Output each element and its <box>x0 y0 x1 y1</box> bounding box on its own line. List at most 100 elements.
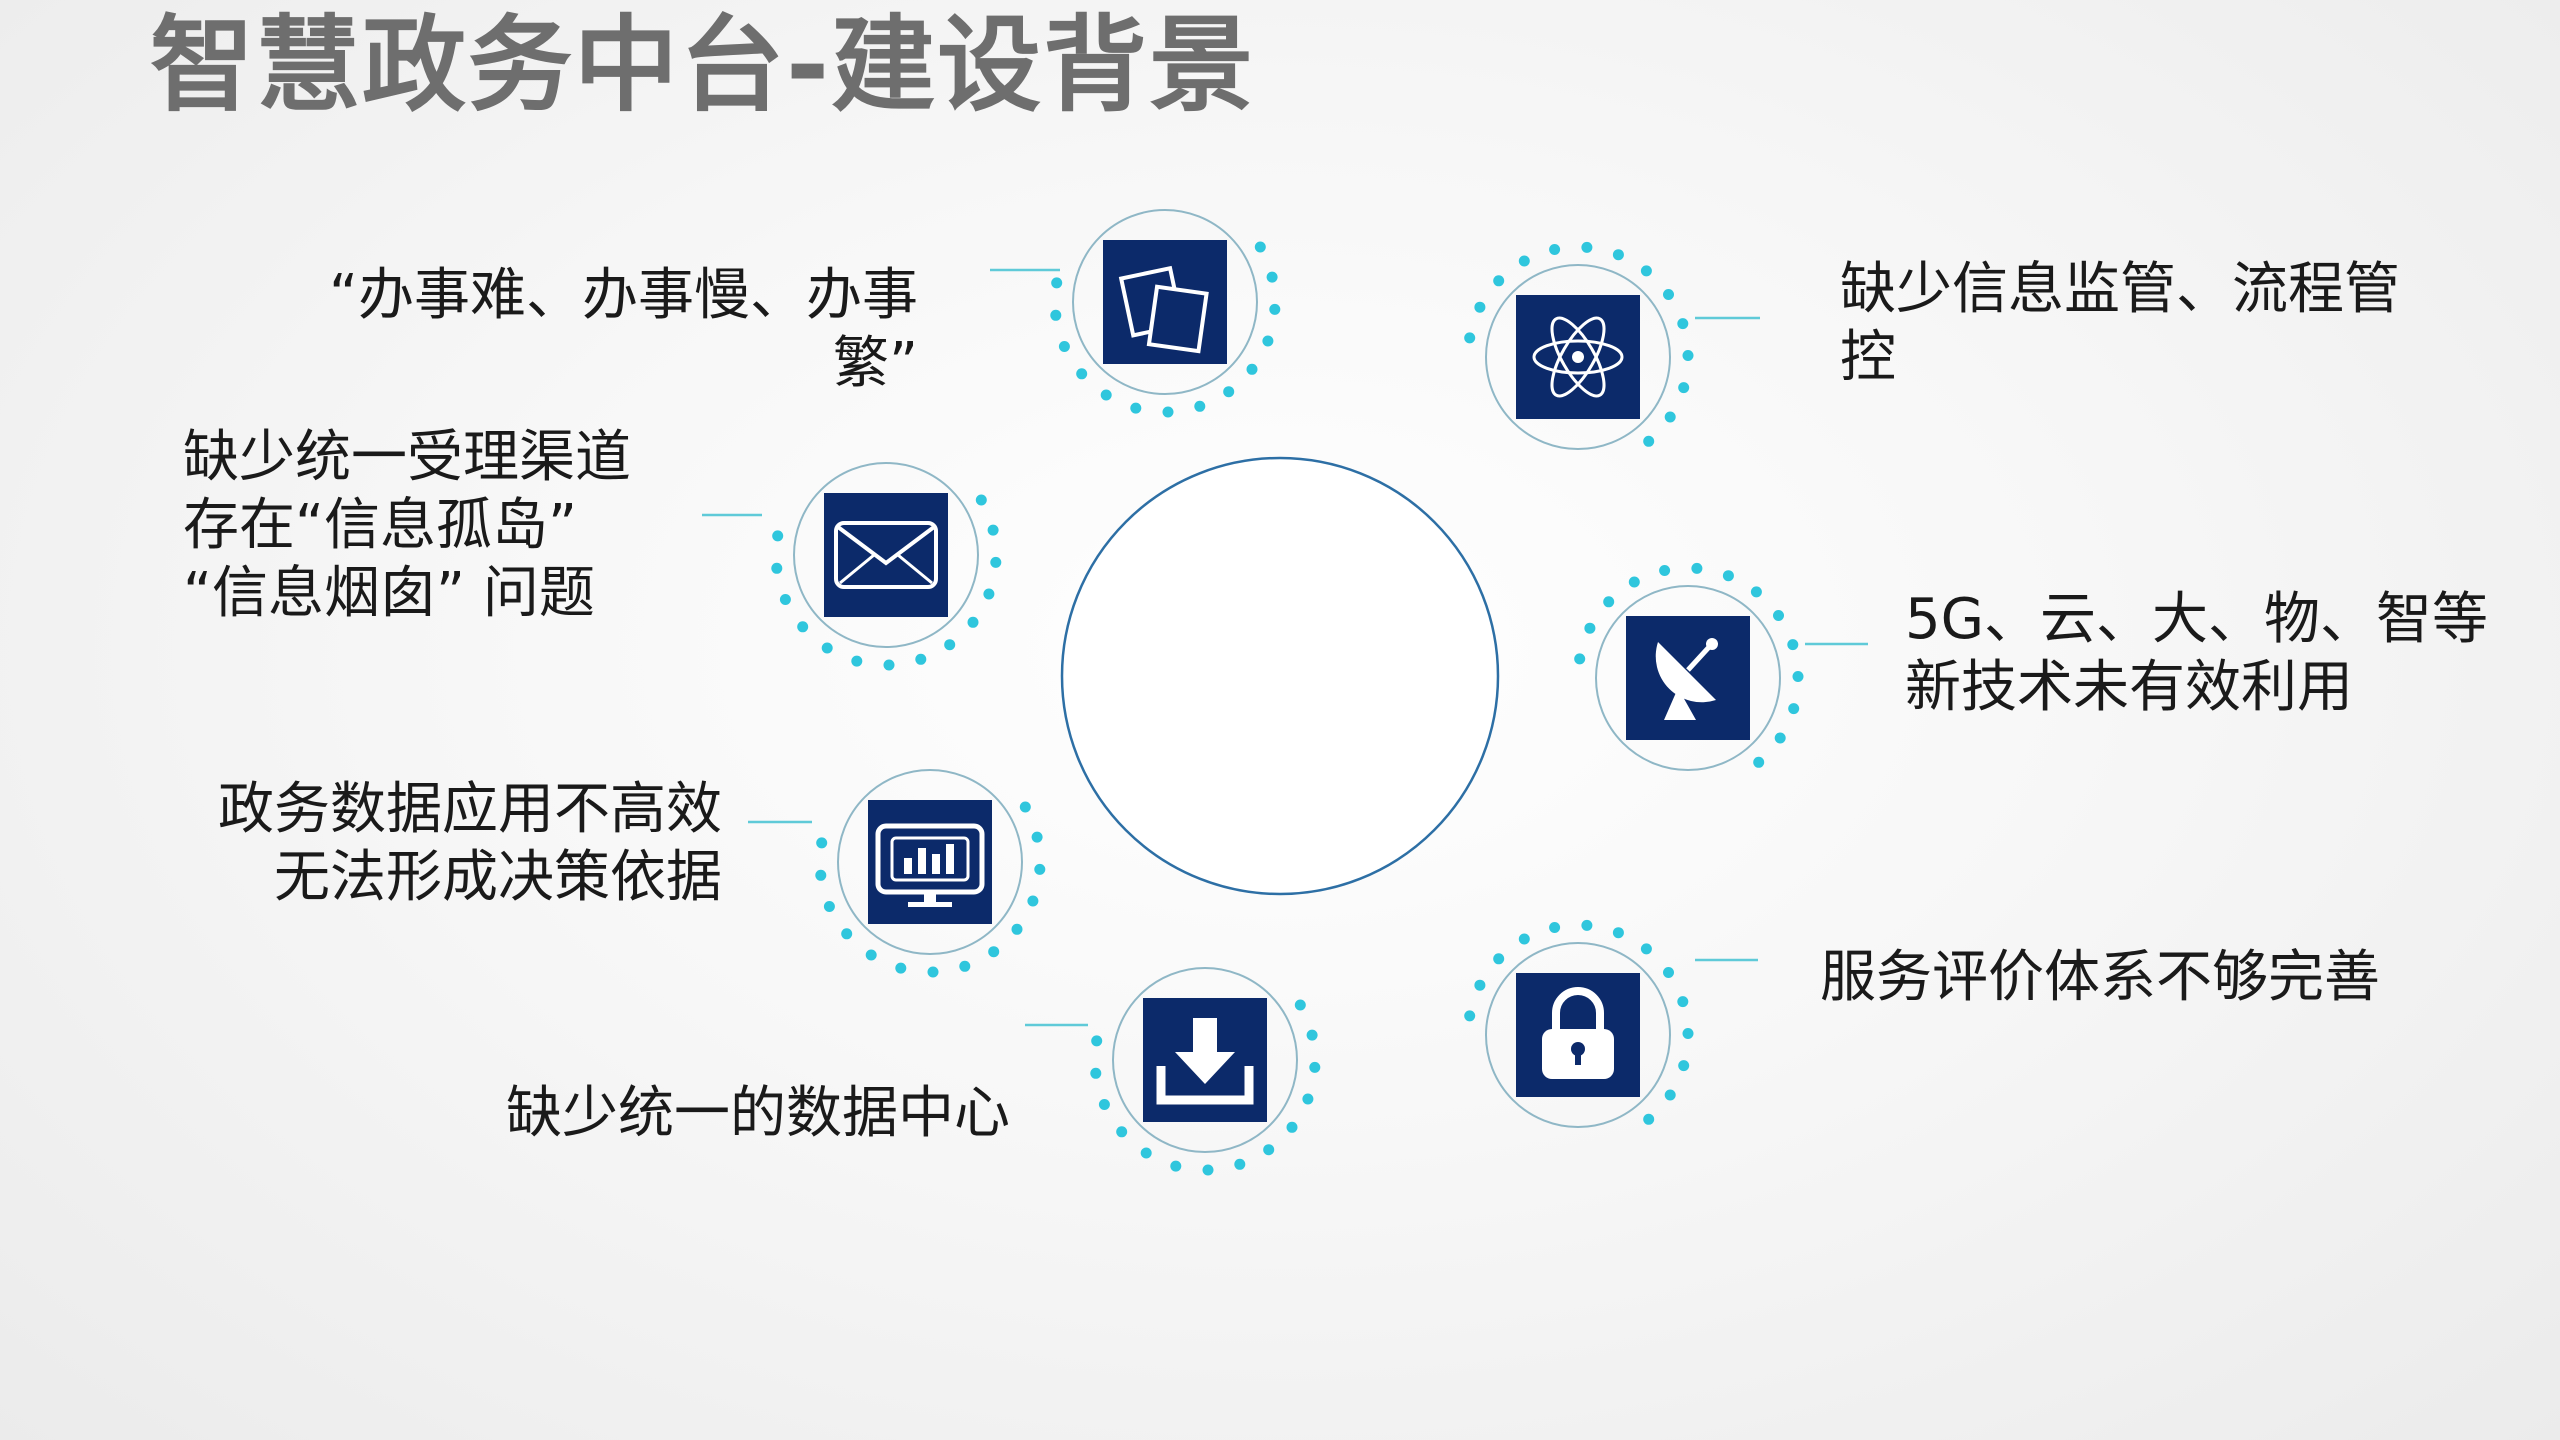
label-documents-line-1: “办事难、办事慢、办事 <box>328 263 918 328</box>
decor-dot <box>797 621 809 633</box>
decor-dot <box>771 562 783 574</box>
decor-dot <box>1223 386 1235 398</box>
decor-dot <box>983 588 995 600</box>
decor-dot <box>1234 1158 1246 1170</box>
node-download <box>1025 967 1321 1176</box>
decor-dot <box>927 966 939 978</box>
decor-dot <box>1091 1035 1103 1047</box>
decor-dot <box>779 594 791 605</box>
node-ring <box>1072 209 1258 395</box>
decor-dot <box>1788 703 1800 715</box>
decor-dot <box>1659 565 1671 576</box>
node-ring <box>793 462 979 648</box>
decor-dot <box>959 960 971 972</box>
decor-dot <box>1254 241 1266 253</box>
node-satellite <box>1574 562 1868 771</box>
label-satellite-line-1: 5G、云、大、物、智等 <box>1905 587 2489 652</box>
decor-dot <box>1581 919 1593 931</box>
decor-dot <box>988 946 1000 958</box>
lock-icon <box>1516 973 1640 1097</box>
node-ring <box>1485 942 1671 1128</box>
decor-dot <box>1677 996 1689 1008</box>
node-ring <box>1485 264 1671 450</box>
decor-dot <box>1474 301 1486 313</box>
decor-dot <box>1678 382 1690 394</box>
decor-dot <box>1302 1093 1314 1105</box>
decor-dot <box>1050 309 1062 321</box>
label-satellite: 5G、云、大、物、智等 新技术未有效利用 <box>1905 586 2488 722</box>
node-mail <box>702 462 1002 671</box>
decor-dot <box>1170 1160 1182 1172</box>
decor-dot <box>1090 1067 1102 1079</box>
decor-dot <box>1584 622 1596 634</box>
page-title: 智慧政务中台-建设背景 <box>150 4 1256 126</box>
decor-dot <box>1140 1147 1152 1159</box>
node-ring <box>1112 967 1298 1153</box>
envelope-icon <box>824 493 948 617</box>
decor-dot <box>1549 244 1561 255</box>
nodes-layer <box>702 209 1868 1176</box>
decor-dot <box>1774 732 1786 744</box>
decor-dot <box>1518 933 1530 945</box>
decor-dot <box>1678 1060 1690 1072</box>
decor-dot <box>1493 953 1505 965</box>
label-monitor-line-1: 政务数据应用不高效 <box>218 777 722 842</box>
label-lock: 服务评价体系不够完善 <box>1820 944 2380 1012</box>
decor-dot <box>1194 400 1206 412</box>
decor-dot <box>915 653 927 665</box>
decor-dot <box>1603 596 1615 608</box>
node-ring <box>837 769 1023 955</box>
center-circle <box>1060 456 1500 896</box>
decor-dot <box>1309 1061 1321 1073</box>
label-documents: “办事难、办事慢、办事 繁” <box>329 262 918 398</box>
decor-dot <box>1246 363 1258 375</box>
decor-dot <box>772 530 784 542</box>
decor-dot <box>823 901 835 912</box>
decor-dot <box>1643 435 1655 447</box>
label-mail-line-3: “信息烟囱” 问题 <box>183 561 595 626</box>
decor-dot <box>1262 335 1274 347</box>
decor-dot <box>1202 1164 1214 1176</box>
label-mail: 缺少统一受理渠道 存在“信息孤岛” “信息烟囱” 问题 <box>183 424 631 628</box>
label-download-line-1: 缺少统一的数据中心 <box>506 1081 1010 1146</box>
decor-dot <box>1640 943 1652 955</box>
decor-dot <box>821 642 833 654</box>
decor-dot <box>1663 967 1674 978</box>
decor-dot <box>1773 610 1784 621</box>
decor-dot <box>944 639 956 651</box>
decor-dot <box>1464 1010 1476 1022</box>
decor-dot <box>1051 277 1063 289</box>
decor-dot <box>1722 570 1734 582</box>
decor-dot <box>967 616 979 628</box>
decor-dot <box>1787 639 1799 651</box>
decor-dot <box>1664 1089 1676 1101</box>
decor-dot <box>1269 303 1281 315</box>
decor-dot <box>1100 389 1112 401</box>
decor-dot <box>1664 411 1676 423</box>
decor-dot <box>1098 1099 1110 1110</box>
decor-dot <box>1019 801 1031 813</box>
decor-dot <box>1306 1029 1318 1041</box>
decor-dot <box>841 928 853 940</box>
node-ring <box>1595 585 1781 771</box>
decor-dot <box>1518 255 1530 267</box>
label-documents-line-2: 繁” <box>832 331 918 396</box>
decor-dot <box>1116 1126 1128 1138</box>
atom-icon <box>1516 295 1640 419</box>
decor-dot <box>1266 271 1278 283</box>
label-mail-line-2: 存在“信息孤岛” <box>183 493 578 558</box>
decor-dot <box>990 556 1002 568</box>
decor-dot <box>1263 1144 1275 1156</box>
decor-dot <box>1027 895 1039 907</box>
decor-dot <box>1549 922 1561 933</box>
decor-dot <box>1682 1028 1694 1039</box>
decor-dot <box>1663 289 1674 300</box>
node-documents <box>990 209 1281 418</box>
decor-dot <box>816 837 828 849</box>
label-download: 缺少统一的数据中心 <box>506 1080 1010 1148</box>
decor-dot <box>1130 402 1142 414</box>
node-lock <box>1464 919 1758 1128</box>
label-atom-line-2: 控 <box>1840 325 1896 390</box>
decor-dot <box>1286 1121 1298 1133</box>
